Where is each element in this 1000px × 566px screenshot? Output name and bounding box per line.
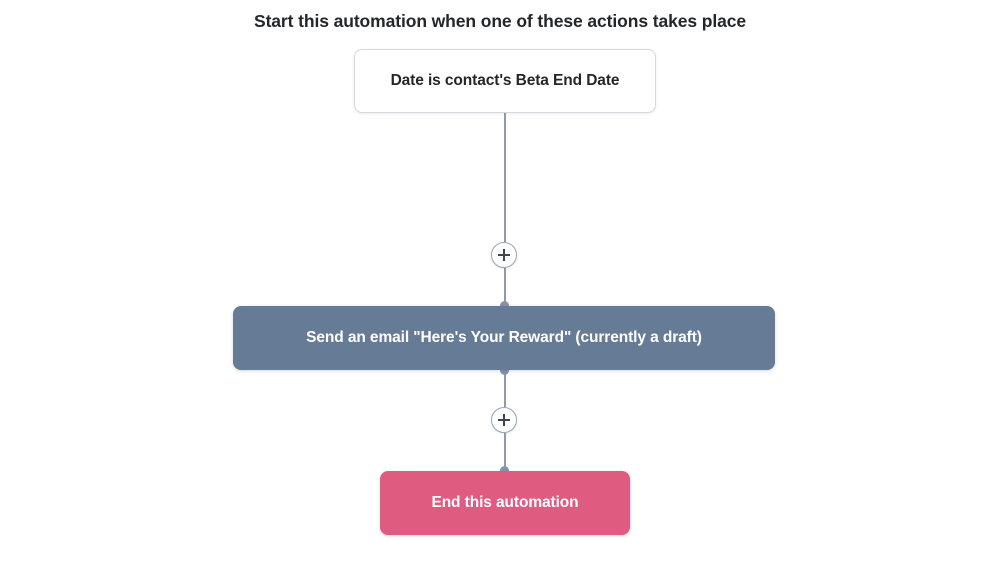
connector-email-node-to-add-step-2 bbox=[504, 370, 506, 407]
trigger-node-label: Date is contact's Beta End Date bbox=[390, 72, 620, 89]
connector-trigger-to-add-step-1 bbox=[504, 113, 506, 242]
page-title: Start this automation when one of these … bbox=[254, 11, 746, 31]
trigger-node[interactable]: Date is contact's Beta End Date bbox=[354, 49, 656, 113]
add-step-button-2[interactable] bbox=[491, 407, 517, 433]
connector-dot-email-top bbox=[500, 301, 509, 310]
plus-icon-vertical bbox=[502, 248, 505, 261]
connector-dot-end-top bbox=[500, 466, 509, 475]
action-node-label: Send an email "Here's Your Reward" (curr… bbox=[306, 329, 702, 346]
connector-add-step-1-to-email-node bbox=[504, 268, 506, 308]
add-step-button-1[interactable] bbox=[491, 242, 517, 268]
connector-add-step-2-to-end-node bbox=[504, 433, 506, 473]
connector-dot-email-bottom bbox=[500, 366, 509, 375]
end-automation-node[interactable]: End this automation bbox=[380, 471, 630, 535]
action-node-send-email[interactable]: Send an email "Here's Your Reward" (curr… bbox=[233, 306, 775, 370]
plus-icon-vertical bbox=[502, 413, 505, 426]
end-automation-node-label: End this automation bbox=[431, 494, 579, 511]
